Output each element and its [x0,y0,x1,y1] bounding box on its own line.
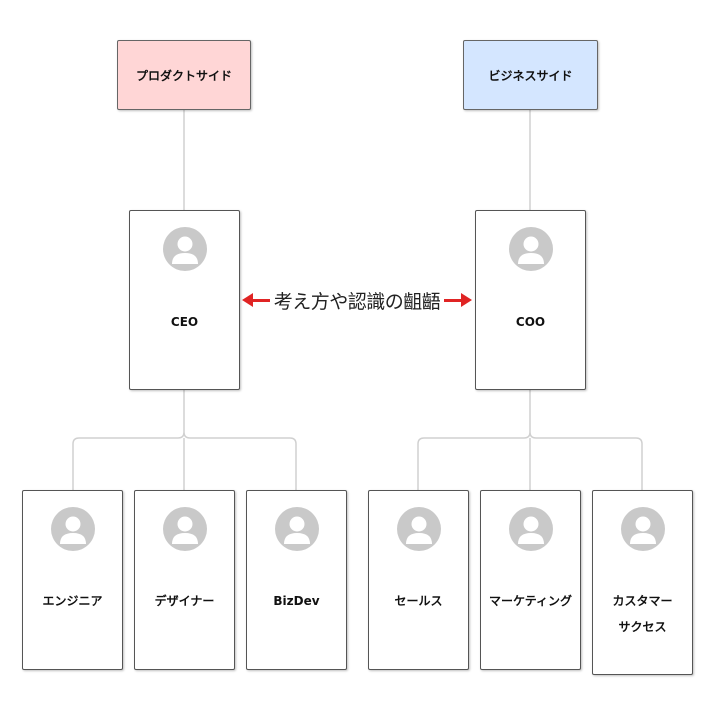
product-side-label: プロダクトサイド [135,68,232,83]
relation-arrow: 考え方や認識の齟齬 [242,284,473,316]
person-icon [396,507,441,551]
person-icon [620,507,665,551]
customer-success-label-line2: サクセス [618,620,667,634]
connector-ceo-children [72,390,297,490]
person-icon [162,227,207,271]
bizdev-card: BizDev [246,490,347,670]
sales-card: セールス [368,490,469,670]
relation-label: 考え方や認識の齟齬 [273,290,441,313]
person-icon [274,507,319,551]
engineer-label: エンジニア [42,594,103,608]
person-icon [162,507,207,551]
designer-label: デザイナー [154,594,215,608]
sales-label: セールス [394,594,443,608]
coo-card: COO [475,210,586,390]
business-side-header: ビジネスサイド [463,40,598,110]
arrow-left-icon [242,293,253,307]
marketing-card: マーケティング [480,490,581,670]
person-icon [508,507,553,551]
customer-success-card: カスタマー サクセス [592,490,693,675]
person-icon [50,507,95,551]
connector-coo-children [417,390,643,490]
designer-card: デザイナー [134,490,235,670]
bizdev-label: BizDev [273,594,320,608]
ceo-card: CEO [129,210,240,390]
arrow-shaft-right [444,298,462,302]
engineer-card: エンジニア [22,490,123,670]
product-side-header: プロダクトサイド [117,40,251,110]
arrow-right-icon [461,293,473,307]
marketing-label: マーケティング [488,594,573,608]
ceo-label: CEO [170,315,199,329]
business-side-label: ビジネスサイド [488,68,573,83]
arrow-shaft-left [253,298,270,302]
coo-label: COO [515,315,546,329]
person-icon [508,227,553,271]
customer-success-label-line1: カスタマー [612,594,673,608]
